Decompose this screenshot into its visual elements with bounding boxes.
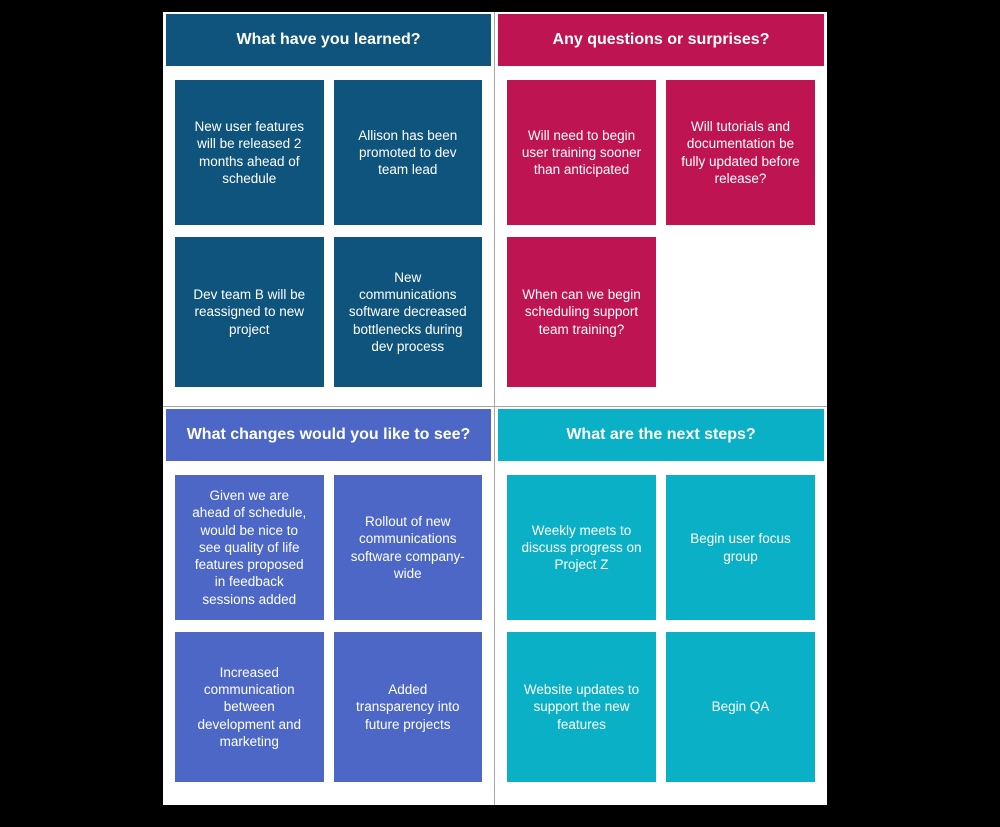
- quadrant-next-steps: What are the next steps? Weekly meets to…: [495, 407, 827, 805]
- sticky-card[interactable]: Will need to begin user training sooner …: [507, 80, 656, 225]
- quadrant-title-learned: What have you learned?: [166, 14, 491, 66]
- sticky-card[interactable]: Rollout of new communications software c…: [333, 475, 482, 620]
- quadrant-title-changes: What changes would you like to see?: [166, 409, 491, 461]
- sticky-card[interactable]: New communications software decreased bo…: [333, 237, 482, 387]
- sticky-card[interactable]: Allison has been promoted to dev team le…: [333, 80, 482, 225]
- quadrant-changes-to-see: What changes would you like to see? Give…: [163, 407, 495, 805]
- quadrant-questions-or-surprises: Any questions or surprises? Will need to…: [495, 12, 827, 407]
- retrospective-board: What have you learned? New user features…: [163, 12, 827, 805]
- quadrant-what-have-you-learned: What have you learned? New user features…: [163, 12, 495, 407]
- card-grid-learned: New user features will be released 2 mon…: [163, 66, 494, 387]
- sticky-card[interactable]: Given we are ahead of schedule, would be…: [175, 475, 324, 620]
- sticky-card[interactable]: Dev team B will be reassigned to new pro…: [175, 237, 324, 387]
- quadrant-title-questions: Any questions or surprises?: [498, 14, 824, 66]
- sticky-card[interactable]: Added transparency into future projects: [333, 632, 482, 782]
- sticky-card[interactable]: Increased communication between developm…: [175, 632, 324, 782]
- card-grid-next-steps: Weekly meets to discuss progress on Proj…: [495, 461, 827, 782]
- card-grid-questions: Will need to begin user training sooner …: [495, 66, 827, 387]
- sticky-card[interactable]: Weekly meets to discuss progress on Proj…: [507, 475, 656, 620]
- card-grid-changes: Given we are ahead of schedule, would be…: [163, 461, 494, 782]
- sticky-card[interactable]: Begin user focus group: [666, 475, 815, 620]
- sticky-card[interactable]: Website updates to support the new featu…: [507, 632, 656, 782]
- sticky-card[interactable]: Will tutorials and documentation be full…: [666, 80, 815, 225]
- quadrant-title-next-steps: What are the next steps?: [498, 409, 824, 461]
- sticky-card[interactable]: Begin QA: [666, 632, 815, 782]
- sticky-card[interactable]: New user features will be released 2 mon…: [175, 80, 324, 225]
- sticky-card[interactable]: When can we begin scheduling support tea…: [507, 237, 656, 387]
